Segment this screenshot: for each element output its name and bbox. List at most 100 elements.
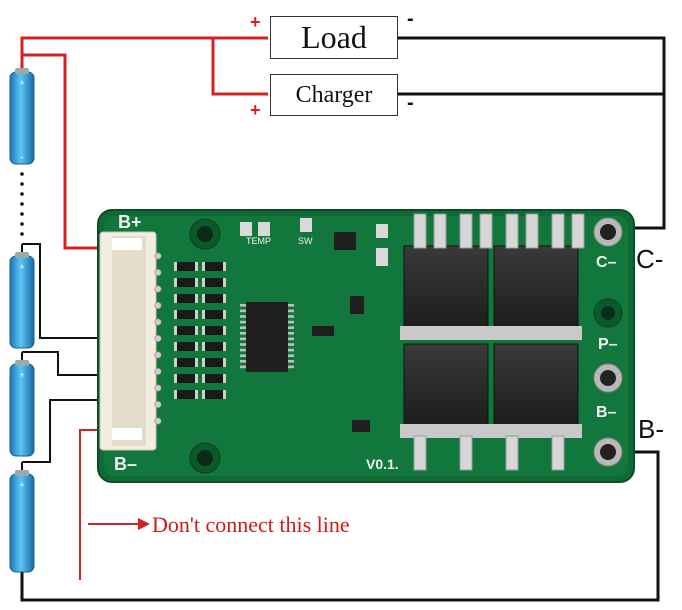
ic-pin	[240, 332, 246, 335]
silk-c-minus: C–	[596, 254, 617, 271]
svg-text:+: +	[19, 262, 24, 272]
ic-pin	[288, 354, 294, 357]
smd-resistor	[176, 262, 196, 271]
smd-pad	[195, 278, 198, 287]
silk-p-minus: P–	[598, 336, 618, 353]
battery-cell: +	[9, 360, 35, 457]
connector-pin	[154, 268, 162, 276]
smd-pad	[174, 278, 177, 287]
smd-resistor	[176, 294, 196, 303]
smd-pad	[174, 358, 177, 367]
battery-cell: + -	[9, 68, 35, 165]
connector-pin	[154, 285, 162, 293]
mosfet-tab	[490, 424, 582, 438]
smd-pad	[202, 262, 205, 271]
connector-pin	[154, 400, 162, 408]
smd-pad	[174, 262, 177, 271]
load-label: Load	[301, 19, 367, 55]
c-minus-terminal-label: C-	[636, 244, 664, 274]
b-minus-terminal-label: B-	[638, 414, 664, 444]
ic-pin	[288, 337, 294, 341]
ic-pin	[240, 309, 246, 313]
mosfet-lead	[525, 213, 539, 249]
mosfet-lead	[505, 213, 519, 249]
svg-text:+: +	[19, 78, 24, 88]
ic-pin	[240, 343, 246, 346]
smd-pad	[223, 390, 226, 399]
smd-resistor	[204, 326, 224, 335]
smd-pad	[202, 358, 205, 367]
load-minus-sign: -	[407, 8, 414, 30]
battery-stack: + - + +	[9, 68, 35, 573]
silk-b-minus-right: B–	[596, 404, 617, 421]
silk-b-plus: B+	[118, 212, 142, 232]
smd-resistor	[176, 390, 196, 399]
dont-connect-note: Don't connect this line	[152, 512, 350, 537]
smd-pad	[195, 326, 198, 335]
mosfets	[400, 213, 585, 471]
smd-pad	[195, 358, 198, 367]
mosfet-lead	[551, 435, 565, 471]
smd-resistor	[176, 374, 196, 383]
smd-pad	[195, 390, 198, 399]
smd-resistor	[204, 294, 224, 303]
top-components	[240, 218, 388, 432]
positive-wires	[20, 36, 268, 250]
mosfet-lead	[413, 213, 427, 249]
positive-wire-main	[20, 36, 268, 72]
load-plus-sign: +	[250, 12, 261, 32]
mosfet-lead	[413, 435, 427, 471]
positive-wire-charger	[211, 38, 268, 96]
ic-pin	[240, 304, 246, 307]
smd-resistor	[204, 278, 224, 287]
connector-pin	[154, 318, 162, 326]
smd-resistor	[204, 390, 224, 399]
svg-text:-: -	[21, 152, 24, 162]
smd-pad	[202, 390, 205, 399]
ic-pin	[240, 365, 246, 369]
svg-text:+: +	[19, 480, 24, 490]
smd-resistor-array	[174, 262, 226, 399]
smd-pad	[202, 374, 205, 383]
smd-pad	[202, 294, 205, 303]
mosfet	[493, 343, 579, 429]
smd-pad	[174, 294, 177, 303]
smd-resistor	[176, 310, 196, 319]
charger-plus-sign: +	[250, 100, 261, 120]
charger-minus-sign: -	[407, 92, 414, 114]
mosfet	[493, 245, 579, 331]
connector-pin	[154, 351, 162, 359]
smd-pad	[195, 310, 198, 319]
smd-resistor	[204, 310, 224, 319]
mosfet	[403, 245, 489, 331]
mosfet-lead	[571, 213, 585, 249]
ic-pin	[288, 348, 294, 352]
smd-pad	[195, 294, 198, 303]
ic-pin	[288, 360, 294, 363]
smd-pad	[202, 326, 205, 335]
smd-pad	[223, 294, 226, 303]
smd-pad	[223, 326, 226, 335]
smd-pad	[202, 342, 205, 351]
mosfet-tab	[400, 326, 492, 340]
balance-connector	[99, 231, 162, 451]
smd-pad	[202, 310, 205, 319]
pcb-board	[97, 209, 635, 483]
smd-pad	[174, 374, 177, 383]
smd-pad	[174, 342, 177, 351]
silk-version: V0.1.	[366, 456, 399, 472]
ic-pin	[240, 337, 246, 341]
connector-pin	[154, 367, 162, 375]
dont-connect-wire	[79, 429, 150, 580]
smd-pad	[223, 310, 226, 319]
ic-pin	[240, 354, 246, 357]
battery-dots	[20, 172, 24, 236]
ic-pin	[288, 304, 294, 307]
mounting-holes	[189, 217, 623, 474]
svg-text:+: +	[19, 370, 24, 380]
smd-pad	[174, 390, 177, 399]
smd-pad	[195, 374, 198, 383]
smd-resistor	[176, 278, 196, 287]
